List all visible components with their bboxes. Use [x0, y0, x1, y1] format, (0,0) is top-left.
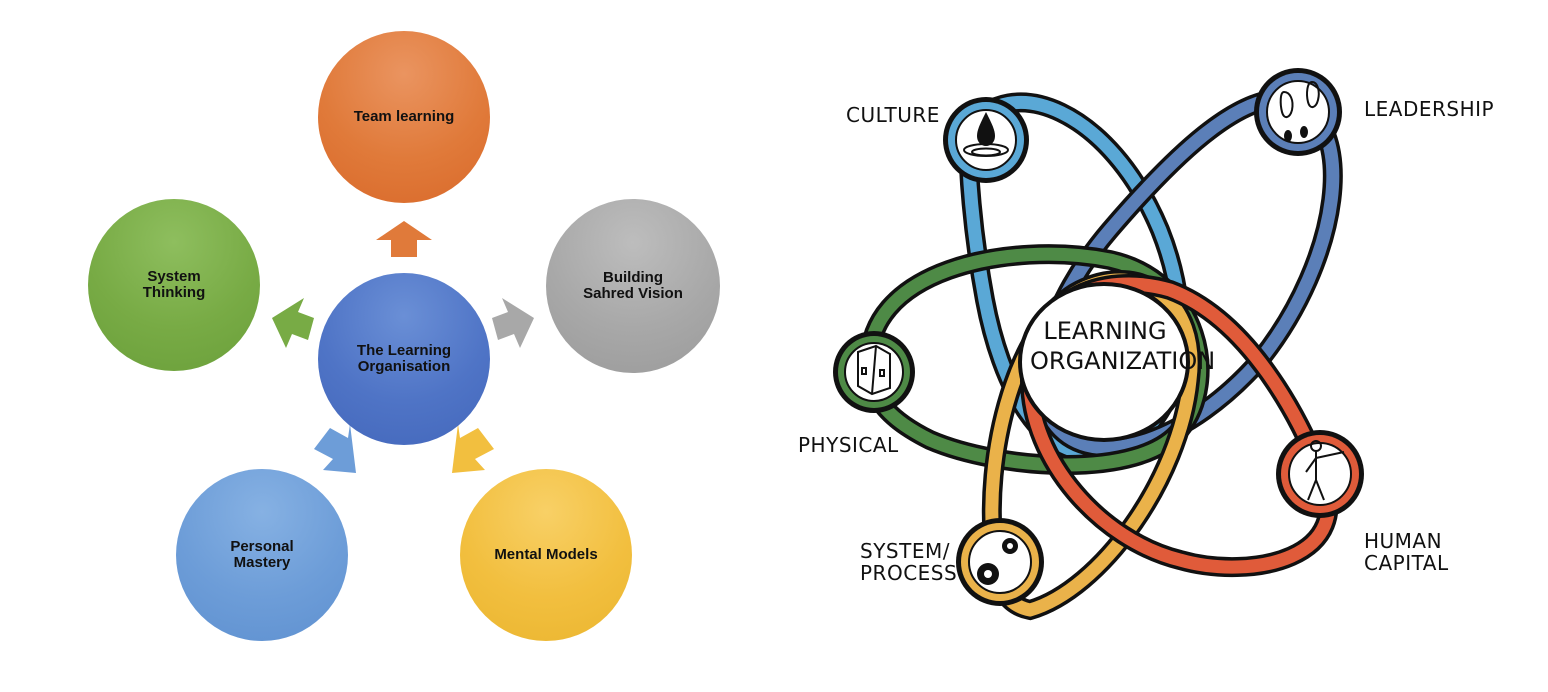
hub-circle: [1018, 282, 1190, 442]
node-physical: [833, 331, 915, 413]
node-mental-models: Mental Models: [460, 469, 632, 641]
node-learning-organisation-center: The Learning Organisation: [318, 273, 490, 445]
label-system-process: SYSTEM/ PROCESS: [860, 539, 958, 585]
orbit-leadership-fill: [1035, 92, 1340, 455]
arrow-to-system-thinking: [272, 298, 314, 348]
arrow-to-mental-models: [452, 424, 494, 473]
orbit-system-process-fill: [985, 273, 1198, 617]
node-label: Building Sahred Vision: [583, 269, 683, 302]
node-system-thinking: System Thinking: [88, 199, 260, 371]
cube-building-icon: [857, 344, 891, 396]
arrow-to-team-learning: [376, 221, 432, 257]
arrow-to-personal-mastery: [314, 424, 356, 473]
water-drop-icon: [963, 112, 1009, 157]
node-team-learning: Team learning: [318, 31, 490, 203]
node-label: The Learning Organisation: [356, 342, 452, 375]
node-building-shared-vision: Building Sahred Vision: [546, 199, 720, 373]
arrow-to-shared-vision: [492, 298, 534, 348]
node-label: System Thinking: [142, 268, 206, 301]
node-culture: [943, 97, 1029, 183]
node-human-capital: [1276, 430, 1364, 518]
label-physical: PHYSICAL: [798, 433, 899, 457]
node-label: Team learning: [353, 108, 455, 125]
footprints-icon: [1279, 80, 1320, 142]
hub-label: LEARNING ORGANIZATION: [1030, 317, 1216, 375]
person-pointing-icon: [1305, 440, 1345, 501]
node-label: Mental Models: [494, 546, 598, 563]
node-personal-mastery: Personal Mastery: [176, 469, 348, 641]
label-leadership: LEADERSHIP: [1364, 97, 1495, 121]
label-human-capital: HUMAN CAPITAL: [1364, 529, 1449, 575]
node-leadership: [1254, 68, 1342, 156]
node-system-process: [956, 518, 1044, 606]
label-culture: CULTURE: [846, 103, 940, 127]
node-label: Personal Mastery: [230, 538, 294, 571]
gears-icon: [977, 538, 1018, 585]
